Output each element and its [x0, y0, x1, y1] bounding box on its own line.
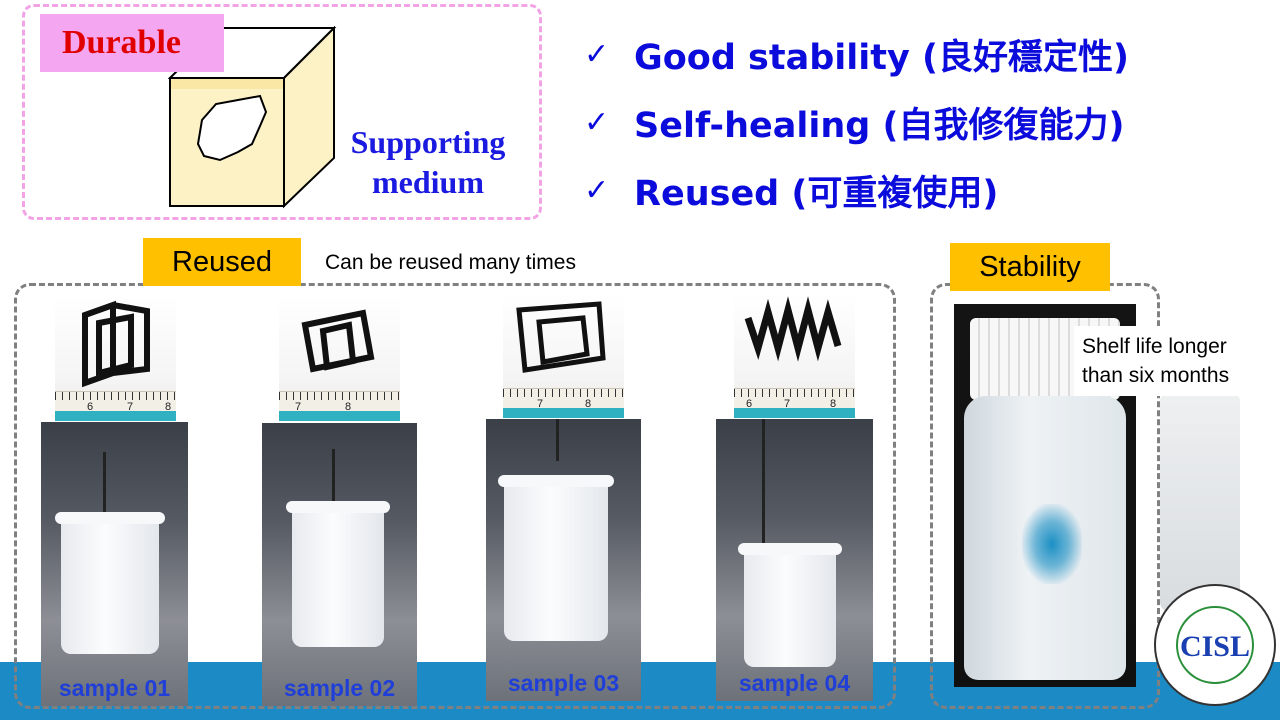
check-icon: ✓	[584, 104, 610, 140]
sample-photo-01: sample 01	[41, 422, 188, 706]
reused-note: Can be reused many times	[325, 251, 576, 274]
durable-tag: Durable	[40, 14, 224, 72]
printed-shape-photo-04: 6 7 8	[734, 292, 855, 418]
shelf-life-note: Shelf life longer than six months	[1074, 326, 1260, 396]
sample-photo-02: sample 02	[262, 423, 417, 706]
sample-label: sample 04	[738, 670, 851, 696]
jar-body	[964, 396, 1126, 680]
ruler: 6 7 8	[734, 388, 855, 418]
puzzle-decoration	[1160, 392, 1240, 612]
sample-label: sample 01	[58, 675, 171, 701]
sample-label: sample 03	[507, 670, 620, 696]
check-icon: ✓	[584, 172, 610, 208]
lab-logo: CISL	[1150, 580, 1280, 710]
feature-label: Reused (可重複使用)	[634, 173, 999, 214]
blue-dye-spot	[1022, 504, 1082, 584]
feature-reused: ✓ Reused (可重複使用)	[584, 156, 1129, 224]
ruler: 6 7 8	[55, 391, 176, 421]
printed-shape-photo-02: 7 8	[279, 295, 400, 421]
stability-tag: Stability	[950, 243, 1110, 291]
feature-label: Self-healing (自我修復能力)	[634, 105, 1125, 146]
sample-label: sample 02	[283, 675, 396, 701]
sample-photo-03: sample 03	[486, 419, 641, 701]
svg-text:CISL: CISL	[1180, 630, 1250, 663]
feature-self-healing: ✓ Self-healing (自我修復能力)	[584, 88, 1129, 156]
ruler: 7 8	[279, 391, 400, 421]
sample-photo-04: sample 04	[716, 419, 873, 701]
feature-list: ✓ Good stability (良好穩定性) ✓ Self-healing …	[584, 20, 1129, 224]
supporting-medium-label: Supporting medium	[350, 124, 506, 200]
printed-shape-photo-01: 6 7 8	[55, 295, 176, 421]
feature-stability: ✓ Good stability (良好穩定性)	[584, 20, 1129, 88]
ruler: 7 8	[503, 388, 624, 418]
reused-tag: Reused	[143, 238, 301, 286]
reused-panel	[14, 283, 896, 709]
check-icon: ✓	[584, 36, 610, 72]
feature-label: Good stability (良好穩定性)	[634, 37, 1130, 78]
printed-shape-photo-03: 7 8	[503, 292, 624, 418]
